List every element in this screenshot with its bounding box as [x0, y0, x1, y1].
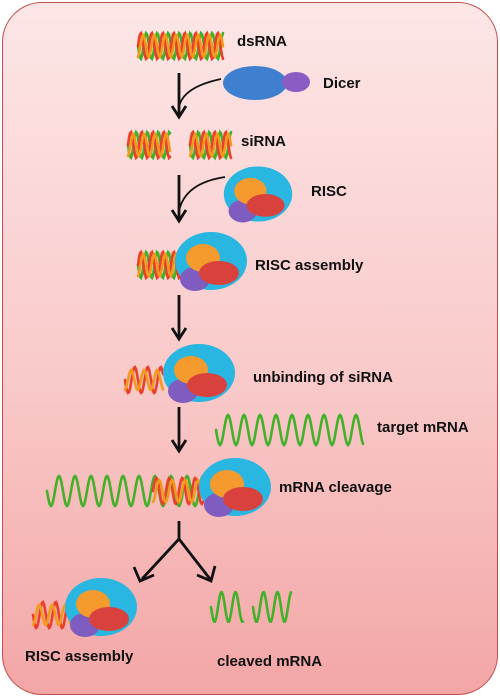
branch-right-shaft — [177, 538, 212, 580]
sirna-duplex-right-orange-strand — [188, 131, 233, 159]
label-mrna-cleavage: mRNA cleavage — [279, 479, 392, 496]
label-risc-assembly-bottom: RISC assembly — [25, 648, 134, 665]
target-mrna-strand — [214, 413, 365, 447]
label-cleaved-mrna: cleaved mRNA — [217, 653, 323, 670]
cleavage-risc-red-domain — [223, 487, 263, 511]
dicer-large-domain — [223, 66, 287, 100]
rnai-pathway-diagram — [31, 30, 365, 637]
cleavage-red-strand — [151, 476, 205, 506]
branch-left-shaft — [140, 538, 181, 580]
arrow-step-4-head — [170, 439, 188, 454]
dicer-small-domain — [282, 72, 310, 92]
label-target-mrna: target mRNA — [377, 419, 469, 436]
cleavage-orange-strand — [151, 477, 205, 504]
label-sirna: siRNA — [241, 133, 287, 150]
arrow-step-1-head — [170, 105, 188, 120]
label-risc-assembly: RISC assembly — [255, 257, 364, 274]
label-dicer: Dicer — [323, 75, 361, 92]
label-dsrna: dsRNA — [237, 33, 288, 50]
risc-free-red-domain — [246, 194, 285, 217]
arrow-step-2-head — [170, 209, 188, 224]
cleavage-mrna-strand — [45, 474, 210, 508]
cleaved-fragment-right — [251, 591, 293, 623]
branch-left-head — [132, 566, 155, 583]
arrow-step-3-head — [170, 327, 188, 342]
sirna-duplex-left-orange-strand — [126, 131, 172, 159]
unbinding-orange-strand — [123, 368, 165, 392]
recycled-risc-red-domain — [89, 607, 129, 631]
branch-right-head — [196, 565, 217, 583]
dsrna-duplex-green-strand — [136, 30, 225, 62]
label-unbinding-sirna: unbinding of siRNA — [253, 369, 393, 386]
risc-feed-curve — [178, 176, 226, 212]
unbinding-red-strand — [123, 365, 165, 395]
label-risc: RISC — [311, 183, 347, 200]
dicer-feed-curve — [178, 78, 222, 108]
risc-assembly-complex-red-domain — [199, 261, 239, 285]
unbinding-risc-red-domain — [187, 373, 227, 397]
dsrna-duplex-orange-strand — [136, 32, 225, 60]
cleaved-fragment-left — [209, 591, 245, 623]
